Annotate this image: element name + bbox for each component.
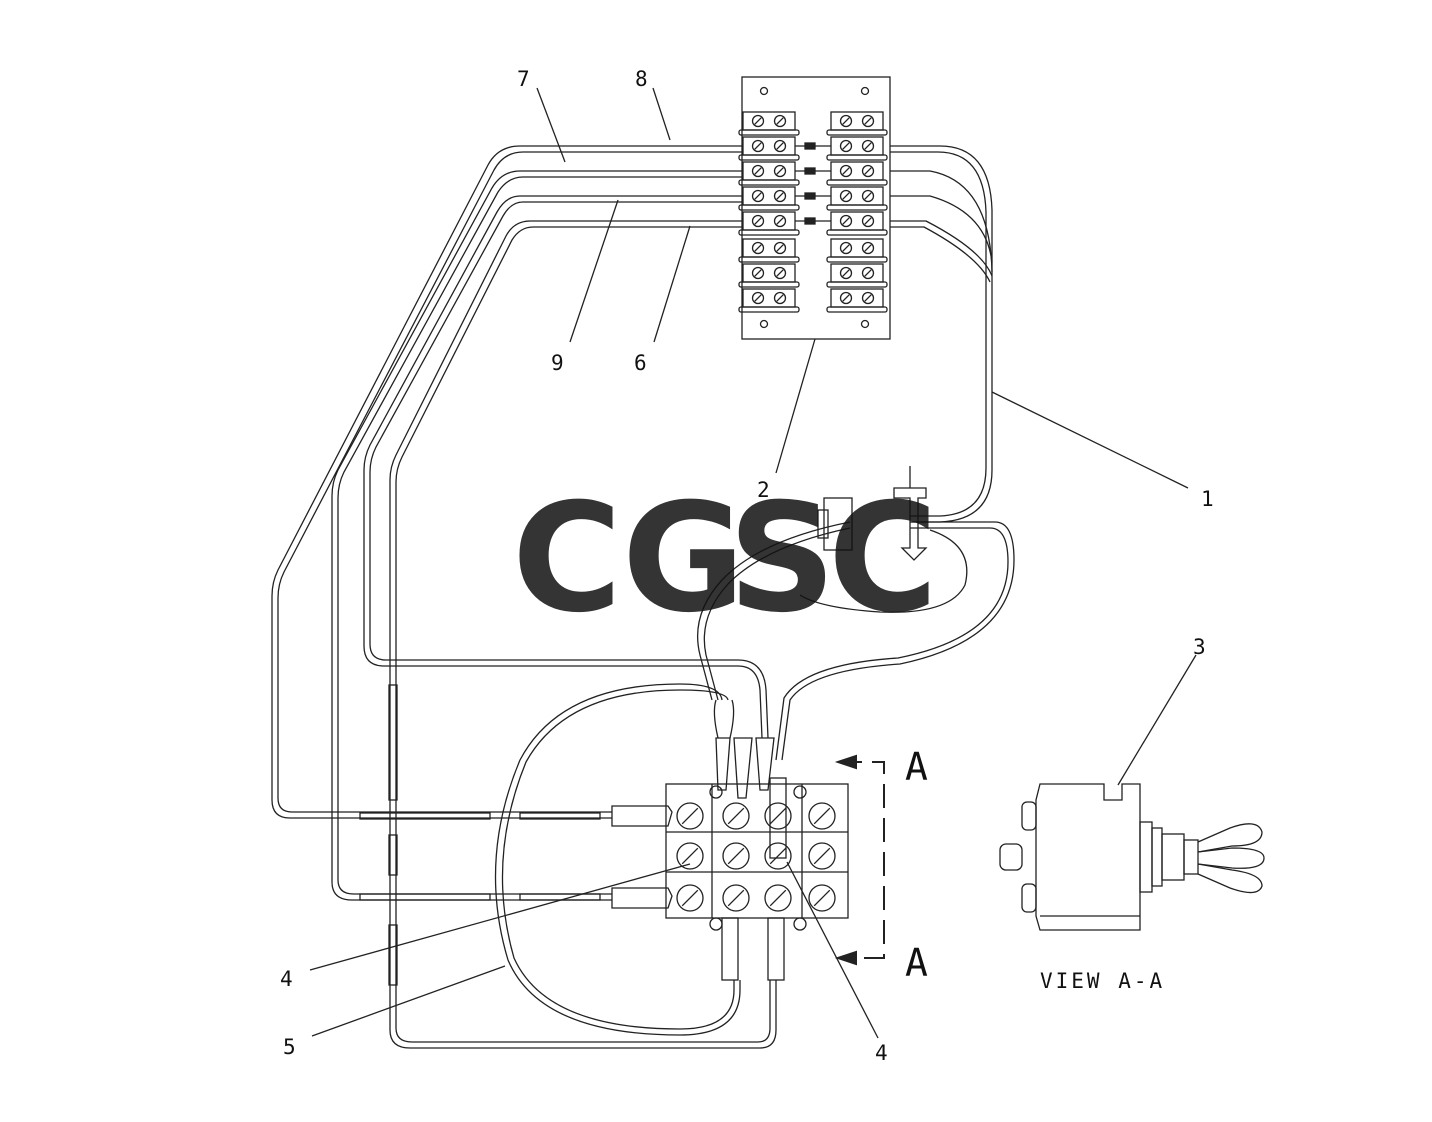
terminal-strip-plate: [738, 76, 891, 340]
section-marker-bottom: A: [905, 941, 928, 985]
screw-icon: [751, 266, 765, 280]
terminal-left-7: [738, 263, 800, 288]
screw-icon: [861, 139, 875, 153]
toggle-switch-view: [999, 783, 1265, 931]
terminal-right-5: [826, 211, 888, 236]
screw-icon: [861, 291, 875, 305]
screw-icon: [751, 241, 765, 255]
screw-icon: [839, 266, 853, 280]
screw-icon: [839, 214, 853, 228]
screw-icon: [722, 802, 750, 830]
screw-icon: [839, 241, 853, 255]
terminal-left-2: [738, 136, 800, 161]
terminal-right-3: [826, 161, 888, 186]
callout-8: 8: [635, 67, 648, 91]
terminal-left-3: [738, 161, 800, 186]
callout-6: 6: [634, 351, 647, 375]
screw-icon: [751, 214, 765, 228]
screw-icon: [773, 266, 787, 280]
screw-icon: [839, 164, 853, 178]
screw-icon: [751, 114, 765, 128]
screw-icon: [773, 241, 787, 255]
screw-icon: [722, 842, 750, 870]
terminal-right-7: [826, 263, 888, 288]
screw-icon: [861, 266, 875, 280]
screw-icon: [808, 884, 836, 912]
section-line: [834, 754, 885, 966]
screw-icon: [676, 802, 704, 830]
screw-icon: [773, 164, 787, 178]
harness-right: [494, 145, 1015, 1036]
callout-9: 9: [551, 351, 564, 375]
screw-icon: [676, 842, 704, 870]
screw-icon: [773, 189, 787, 203]
terminal-right-6: [826, 238, 888, 263]
screw-icon: [751, 164, 765, 178]
screw-icon: [751, 139, 765, 153]
screw-icon: [839, 139, 853, 153]
callout-7: 7: [517, 67, 530, 91]
terminal-left-1: [738, 111, 800, 136]
watermark-letter-s: S: [728, 472, 836, 646]
screw-icon: [773, 114, 787, 128]
watermark-letter-c2: C: [828, 472, 938, 646]
screw-icon: [839, 114, 853, 128]
terminal-block-right: [795, 111, 888, 313]
callout-4-right: 4: [875, 1041, 888, 1065]
screw-icon: [861, 114, 875, 128]
screw-icon: [773, 214, 787, 228]
jumper-wire: [795, 217, 831, 225]
terminal-right-2: [826, 136, 888, 161]
terminal-right-1: [826, 111, 888, 136]
callout-4-left: 4: [280, 967, 293, 991]
callout-2: 2: [757, 478, 770, 502]
leader-lines: [309, 87, 1197, 1039]
watermark: C G S C: [512, 472, 938, 646]
screw-icon: [764, 802, 792, 830]
view-caption: VIEW A-A: [1040, 969, 1165, 993]
screw-icon: [773, 291, 787, 305]
screw-icon: [676, 884, 704, 912]
screw-icon: [764, 842, 792, 870]
screw-icon: [722, 884, 750, 912]
screw-icon: [861, 241, 875, 255]
jumper-wire: [795, 192, 831, 200]
screw-icon: [751, 189, 765, 203]
jumper-wire: [795, 142, 831, 150]
terminal-left-8: [738, 288, 800, 313]
screw-icon: [861, 164, 875, 178]
terminal-right-8: [826, 288, 888, 313]
screw-icon: [808, 802, 836, 830]
terminal-block-left: [738, 111, 800, 313]
screw-icon: [773, 139, 787, 153]
section-marker-top: A: [905, 745, 928, 789]
screw-icon: [808, 842, 836, 870]
screw-icon: [861, 189, 875, 203]
callout-5: 5: [283, 1035, 296, 1059]
screw-icon: [839, 189, 853, 203]
harness-left: [271, 145, 777, 1049]
terminal-right-4: [826, 186, 888, 211]
screw-icon: [751, 291, 765, 305]
terminal-left-5: [738, 211, 800, 236]
screw-icon: [839, 291, 853, 305]
watermark-letter-g: G: [622, 472, 745, 646]
watermark-letter-c1: C: [512, 472, 622, 646]
terminal-left-6: [738, 238, 800, 263]
screw-icon: [764, 884, 792, 912]
callout-3: 3: [1193, 635, 1206, 659]
jumper-wire: [795, 167, 831, 175]
switch-terminal-block: [611, 699, 849, 981]
terminal-left-4: [738, 186, 800, 211]
callout-1: 1: [1201, 487, 1214, 511]
screw-icon: [861, 214, 875, 228]
callout-labels: 7 8 9 6 2 1 3 4 5 4 A A VIEW A-A: [280, 67, 1214, 1065]
